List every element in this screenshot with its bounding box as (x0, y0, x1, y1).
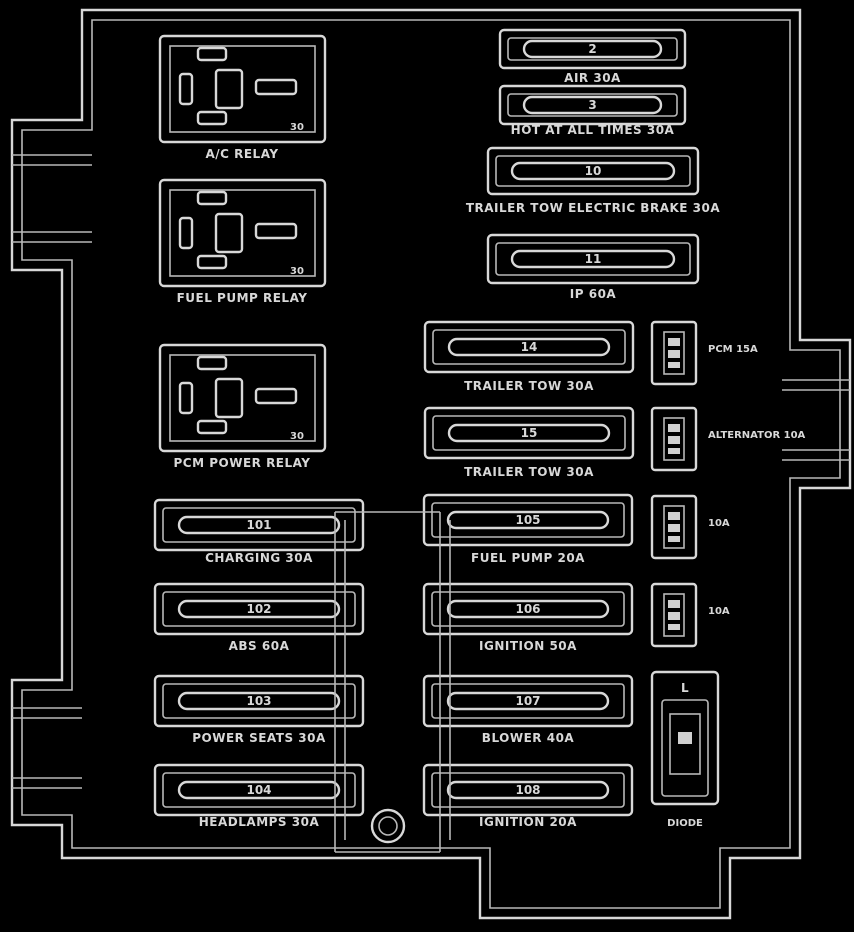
fuse-number: 15 (521, 426, 538, 440)
fuse-number: 107 (515, 694, 540, 708)
relay-tag: 30 (290, 266, 304, 277)
mini-fuse-label: ALTERNATOR 10A (708, 430, 806, 441)
fuse-number: 108 (515, 783, 540, 797)
fuse-label: IGNITION 20A (479, 815, 577, 829)
mini-fuse-label: 10A (708, 606, 730, 617)
fuse-number: 14 (521, 340, 538, 354)
housing-outline-outer (10, 8, 852, 920)
diode-holder: L DIODE (650, 670, 720, 829)
fuse-label: POWER SEATS 30A (192, 731, 326, 745)
fuse-label: CHARGING 30A (205, 551, 313, 565)
fuse-number: 2 (588, 42, 596, 56)
mini-fuse-1: PCM 15A (650, 320, 758, 386)
relay-label: A/C RELAY (205, 147, 278, 161)
fuse-label: ABS 60A (229, 639, 290, 653)
mini-fuse-2: ALTERNATOR 10A (650, 406, 806, 472)
stud-post (370, 808, 406, 844)
fuse-label: IGNITION 50A (479, 639, 577, 653)
fuse-label: HEADLAMPS 30A (199, 815, 320, 829)
mounting-tabs (12, 154, 850, 789)
relay-tag: 30 (290, 431, 304, 442)
fuse-number: 10 (585, 164, 602, 178)
diode-tag: L (681, 681, 689, 695)
fuse-label: TRAILER TOW 30A (464, 379, 594, 393)
relay-tag: 30 (290, 122, 304, 133)
fuse-number: 106 (515, 602, 540, 616)
mini-fuse-label: PCM 15A (708, 344, 758, 355)
fuse-label: HOT AT ALL TIMES 30A (511, 123, 675, 137)
relay-label: PCM POWER RELAY (174, 456, 311, 470)
fuse-number: 103 (246, 694, 271, 708)
relay-label: FUEL PUMP RELAY (177, 291, 308, 305)
fuse-label: BLOWER 40A (482, 731, 575, 745)
fuse-label: IP 60A (570, 287, 617, 301)
fuse-number: 3 (588, 98, 596, 112)
busbar-lines (334, 511, 451, 853)
mini-fuse-label: 10A (708, 518, 730, 529)
fuse-number: 101 (246, 518, 271, 532)
fuse-label: AIR 30A (564, 71, 621, 85)
fuse-label: FUEL PUMP 20A (471, 551, 585, 565)
diode-label: DIODE (667, 818, 703, 829)
mini-fuse-4: 10A (650, 582, 730, 648)
housing-outline-inner (21, 19, 841, 909)
fuse-label: TRAILER TOW ELECTRIC BRAKE 30A (466, 201, 721, 215)
mini-fuse-3: 10A (650, 494, 730, 560)
fuse-number: 105 (515, 513, 540, 527)
mini-fuse-group: PCM 15A ALTERNATOR 10A 10A 10A (650, 320, 806, 648)
relay-1: 30A/C RELAY (158, 34, 327, 161)
fuse-number: 102 (246, 602, 271, 616)
fuse-number: 11 (585, 252, 602, 266)
fuse-label: TRAILER TOW 30A (464, 465, 594, 479)
fuse-11: 11 IP 60A (486, 233, 700, 301)
fuse-number: 104 (246, 783, 271, 797)
